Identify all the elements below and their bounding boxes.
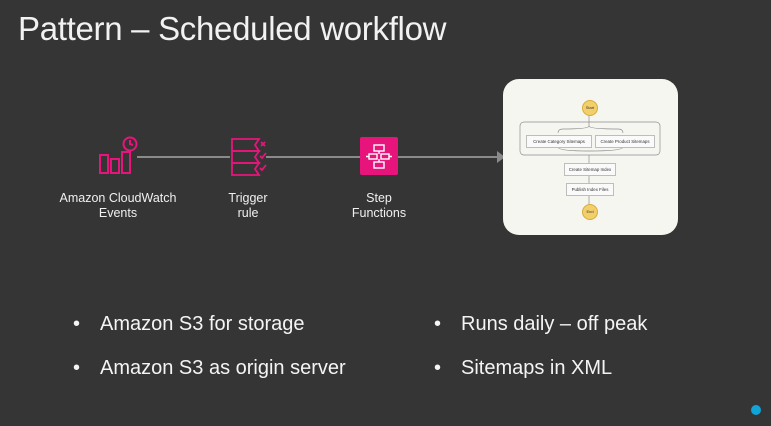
bullet-item: • Sitemaps in XML xyxy=(434,357,612,380)
cloudwatch-label-line2: Events xyxy=(98,206,138,220)
start-node: Start xyxy=(582,100,598,116)
trigger-label-line2: rule xyxy=(237,206,259,220)
end-node: End xyxy=(582,204,598,220)
step-functions-label: Step Functions xyxy=(339,191,419,221)
trigger-label: Trigger rule xyxy=(208,191,288,221)
publish-index-files-node: Publish Index Files xyxy=(566,183,614,196)
step-functions-label-line2: Functions xyxy=(351,206,407,220)
bullet-item: • Runs daily – off peak xyxy=(434,313,647,336)
bullet-text: Runs daily – off peak xyxy=(461,313,648,335)
slide-title: Pattern – Scheduled workflow xyxy=(18,10,447,47)
create-sitemap-index-node: Create Sitemap Index xyxy=(564,163,616,176)
create-category-sitemaps-node: Create Category Sitemaps xyxy=(526,135,592,148)
bullet-item: • Amazon S3 as origin server xyxy=(73,357,346,380)
bullet-text: Amazon S3 for storage xyxy=(100,313,305,335)
state-machine-connectors xyxy=(519,114,661,204)
step-functions-label-line1: Step xyxy=(366,191,392,205)
slide-indicator-dot xyxy=(751,405,761,415)
cloudwatch-label: Amazon CloudWatch Events xyxy=(48,191,188,221)
connector-line xyxy=(398,156,497,158)
bullet-dot: • xyxy=(73,313,81,335)
step-functions-icon xyxy=(360,137,398,175)
trigger-label-line1: Trigger xyxy=(228,191,268,205)
trigger-rule-icon xyxy=(231,138,267,176)
bullet-text: Sitemaps in XML xyxy=(461,357,613,379)
bullet-dot: • xyxy=(434,313,442,335)
cloudwatch-events-icon xyxy=(99,136,138,174)
connector-line xyxy=(266,156,360,158)
connector-line xyxy=(137,156,230,158)
bullet-dot: • xyxy=(434,357,442,379)
bullet-item: • Amazon S3 for storage xyxy=(73,313,305,336)
step-functions-glyph xyxy=(366,144,392,169)
cloudwatch-label-line1: Amazon CloudWatch xyxy=(59,191,177,205)
state-machine-panel: Start Create Category Sitemaps Create Pr… xyxy=(503,79,678,235)
bullet-text: Amazon S3 as origin server xyxy=(100,357,346,379)
create-product-sitemaps-node: Create Product Sitemaps xyxy=(595,135,655,148)
bullet-dot: • xyxy=(73,357,81,379)
arrowhead xyxy=(497,151,505,163)
